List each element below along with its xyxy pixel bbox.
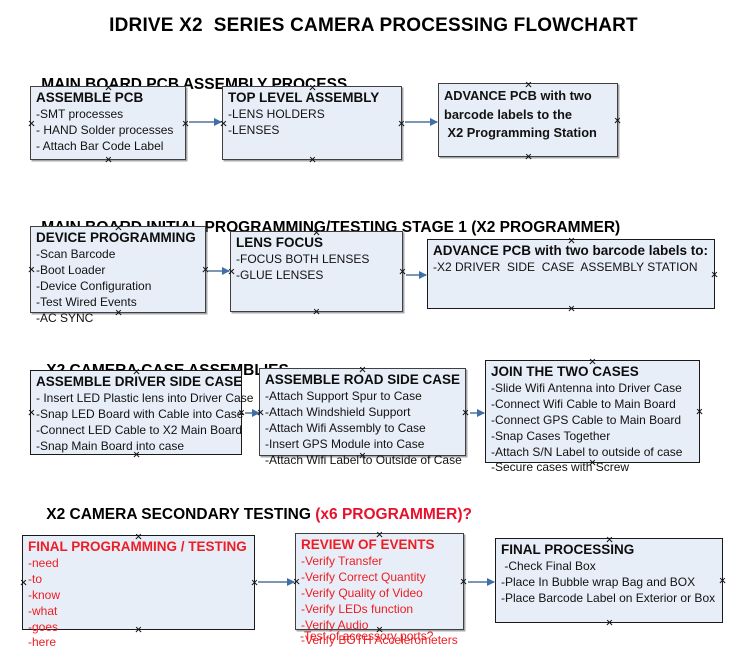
node-line: -LENSES xyxy=(228,123,280,138)
resize-handle-bottom[interactable] xyxy=(313,308,320,315)
node-title: ASSEMBLE PCB xyxy=(36,90,144,105)
section-heading-4: X2 CAMERA SECONDARY TESTING (x6 PROGRAMM… xyxy=(29,488,472,542)
node-line: -Attach Wifi Assembly to Case xyxy=(265,420,426,435)
node-line: -here xyxy=(28,635,57,650)
node-line: -need xyxy=(28,556,59,571)
connector-arrow-4-2 xyxy=(468,577,495,586)
section-heading-4-text: X2 CAMERA SECONDARY TESTING xyxy=(46,506,316,523)
node-top-level-assembly[interactable]: TOP LEVEL ASSEMBLY -LENS HOLDERS -LENSES xyxy=(222,86,402,160)
node-line: -Snap Main Board into case xyxy=(36,438,185,453)
page-title: IDRIVE X2 SERIES CAMERA PROCESSING FLOWC… xyxy=(109,15,638,36)
node-device-programming[interactable]: DEVICE PROGRAMMING -Scan Barcode -Boot L… xyxy=(30,226,206,325)
node-line: -Boot Loader xyxy=(36,263,106,278)
node-line: -Snap LED Board with Cable into Case xyxy=(36,407,244,422)
node-line: -Connect LED Cable to X2 Main Board xyxy=(36,422,243,437)
resize-handle-bottom[interactable] xyxy=(309,156,316,163)
node-body: ASSEMBLE ROAD SIDE CASE -Attach Support … xyxy=(260,369,465,470)
resize-handle-bottom[interactable] xyxy=(525,153,532,160)
section-heading-4-accent: (x6 PROGRAMMER)? xyxy=(315,506,472,523)
node-line: -Slide Wifi Antenna into Driver Case xyxy=(491,381,682,396)
node-body: ADVANCE PCB with two barcode labels to t… xyxy=(439,84,617,145)
node-line: -goes xyxy=(28,619,59,634)
node-title: DEVICE PROGRAMMING xyxy=(36,230,196,245)
node-assemble-driver-side-case[interactable]: ASSEMBLE DRIVER SIDE CASE - Insert LED P… xyxy=(30,370,254,457)
connector-arrow-2-2 xyxy=(406,270,427,279)
node-line: - Insert LED Plastic lens into Driver Ca… xyxy=(36,391,254,406)
node-assemble-pcb[interactable]: ASSEMBLE PCB -SMT processes - HAND Solde… xyxy=(30,86,186,160)
connector-arrow-1-1 xyxy=(189,117,222,126)
node-review-of-events[interactable]: REVIEW OF EVENTS -Verify Transfer -Verif… xyxy=(295,533,464,647)
node-line: - Attach Bar Code Label xyxy=(36,138,164,153)
connector-arrow-2-1 xyxy=(208,266,230,275)
node-title: LENS FOCUS xyxy=(236,235,324,250)
node-body: ADVANCE PCB with two barcode labels to: … xyxy=(428,240,714,278)
node-line: -Verify Transfer xyxy=(301,554,383,569)
node-lens-focus[interactable]: LENS FOCUS -FOCUS BOTH LENSES -GLUE LENS… xyxy=(230,231,403,312)
node-body: REVIEW OF EVENTS -Verify Transfer -Verif… xyxy=(296,534,463,651)
node-line: -Snap Cases Together xyxy=(491,428,611,443)
node-title: FINAL PROGRAMMING / TESTING xyxy=(28,539,247,554)
node-line: -Attach Support Spur to Case xyxy=(265,389,422,404)
resize-handle-bottom[interactable] xyxy=(568,305,575,312)
node-line: -Verify Correct Quantity xyxy=(301,570,426,585)
node-title: REVIEW OF EVENTS xyxy=(301,537,435,552)
node-final-processing[interactable]: FINAL PROCESSING -Check Final Box -Place… xyxy=(495,538,723,623)
node-review-of-events-overflow-line: -Test of accessory ports? xyxy=(300,629,434,643)
node-line: -know xyxy=(28,587,61,602)
node-title: ASSEMBLE ROAD SIDE CASE xyxy=(265,372,461,387)
node-join-the-two-cases[interactable]: JOIN THE TWO CASES -Slide Wifi Antenna i… xyxy=(485,360,700,474)
node-body: JOIN THE TWO CASES -Slide Wifi Antenna i… xyxy=(486,361,699,478)
node-advance-pcb-station[interactable]: ADVANCE PCB with two barcode labels to t… xyxy=(438,83,618,157)
node-line: -Test Wired Events xyxy=(36,294,137,309)
node-line: - HAND Solder processes xyxy=(36,123,174,138)
node-line: -Place Barcode Label on Exterior or Box xyxy=(501,590,716,605)
node-line: -Attach Wifi Label to Outside of Case xyxy=(265,452,462,467)
node-line: -Insert GPS Module into Case xyxy=(265,436,425,451)
node-line: -Attach S/N Label to outside of case xyxy=(491,444,683,459)
node-body: ASSEMBLE DRIVER SIDE CASE - Insert LED P… xyxy=(31,371,254,457)
node-body: LENS FOCUS -FOCUS BOTH LENSES -GLUE LENS… xyxy=(231,232,402,286)
node-body: ASSEMBLE PCB -SMT processes - HAND Solde… xyxy=(31,87,185,157)
node-line: -Scan Barcode xyxy=(36,247,116,262)
node-title: FINAL PROCESSING xyxy=(501,542,635,557)
node-title: JOIN THE TWO CASES xyxy=(491,364,639,379)
resize-handle-bottom[interactable] xyxy=(606,619,613,626)
node-line: -to xyxy=(28,572,43,587)
node-body: FINAL PROCESSING -Check Final Box -Place… xyxy=(496,539,722,609)
connector-arrow-1-2 xyxy=(405,117,438,126)
node-line: -Check Final Box xyxy=(501,559,596,574)
connector-arrow-3-2 xyxy=(470,408,485,417)
node-title: ADVANCE PCB with two barcode labels to: xyxy=(433,243,709,258)
node-line: -X2 DRIVER SIDE CASE ASSEMBLY STATION xyxy=(433,260,698,275)
node-line: -Place In Bubble wrap Bag and BOX xyxy=(501,575,696,590)
node-line: -Verify BOTH Accelerometers xyxy=(301,633,458,648)
node-title: TOP LEVEL ASSEMBLY xyxy=(228,90,380,105)
node-line: -Verify Quality of Video xyxy=(301,585,423,600)
node-line: barcode labels to the xyxy=(444,106,573,122)
node-line: -LENS HOLDERS xyxy=(228,107,325,122)
node-line: -Device Configuration xyxy=(36,278,152,293)
node-advance-pcb-driver-side[interactable]: ADVANCE PCB with two barcode labels to: … xyxy=(427,239,715,309)
node-line: -Attach Windshield Support xyxy=(265,405,411,420)
connector-arrow-3-1 xyxy=(245,408,260,417)
node-line: -GLUE LENSES xyxy=(236,268,324,283)
node-line: -Secure cases with Screw xyxy=(491,460,630,475)
node-line: -Connect GPS Cable to Main Board xyxy=(491,412,682,427)
node-body: FINAL PROGRAMMING / TESTING -need -to -k… xyxy=(23,536,254,653)
node-line: -Verify Audio xyxy=(301,617,369,632)
node-title: ASSEMBLE DRIVER SIDE CASE xyxy=(36,374,243,389)
node-line: -FOCUS BOTH LENSES xyxy=(236,252,370,267)
node-body: TOP LEVEL ASSEMBLY -LENS HOLDERS -LENSES xyxy=(223,87,401,141)
node-line: -AC SYNC xyxy=(36,310,94,325)
node-line: -Connect Wifi Cable to Main Board xyxy=(491,397,676,412)
node-body: DEVICE PROGRAMMING -Scan Barcode -Boot L… xyxy=(31,227,205,328)
node-line: -SMT processes xyxy=(36,107,124,122)
node-title: ADVANCE PCB with two xyxy=(444,88,592,103)
node-assemble-road-side-case[interactable]: ASSEMBLE ROAD SIDE CASE -Attach Support … xyxy=(259,368,466,467)
node-line: X2 Programming Station xyxy=(444,125,597,141)
node-line: -what xyxy=(28,603,58,618)
connector-arrow-4-1 xyxy=(258,577,295,586)
node-final-programming-testing[interactable]: FINAL PROGRAMMING / TESTING -need -to -k… xyxy=(22,535,255,649)
node-line: -Verify LEDs function xyxy=(301,601,414,616)
